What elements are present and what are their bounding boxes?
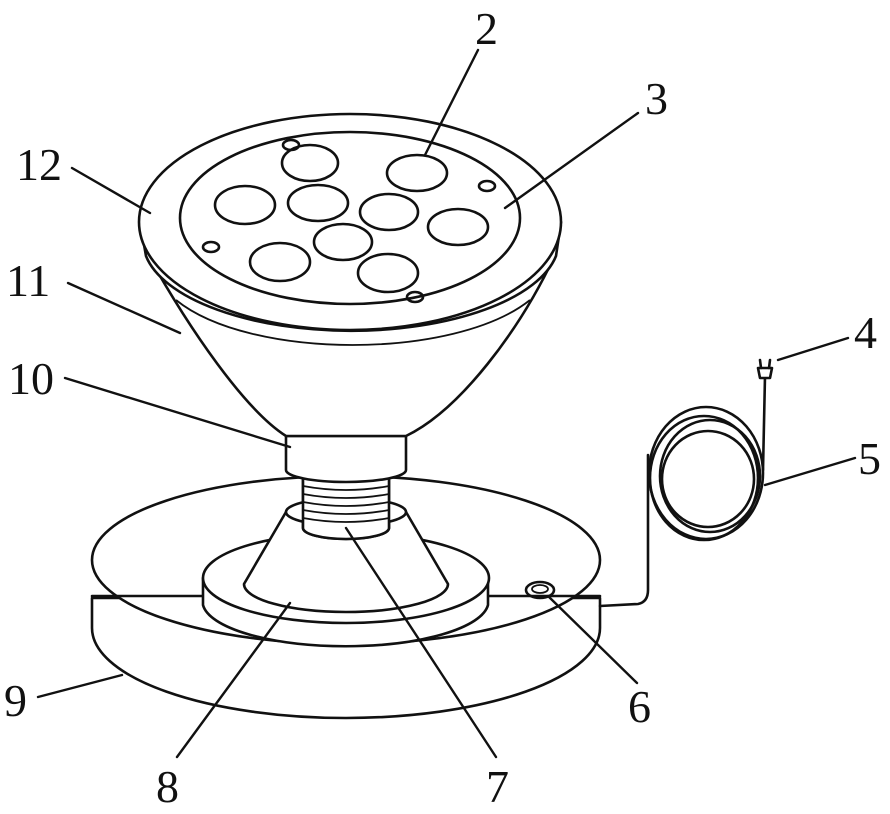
plinth (201, 510, 491, 648)
leader-lines (36, 48, 857, 759)
label-7: 7 (486, 761, 509, 812)
neck-collar (284, 434, 408, 484)
label-4: 4 (854, 307, 877, 358)
power-cord (598, 374, 767, 608)
label-3: 3 (645, 73, 668, 124)
label-12: 12 (16, 139, 62, 190)
label-11: 11 (6, 255, 50, 306)
lamp-head (137, 112, 563, 438)
label-10: 10 (8, 353, 54, 404)
threaded-socket (284, 468, 408, 541)
plug (756, 358, 774, 380)
switch-button (524, 580, 556, 600)
label-8: 8 (156, 761, 179, 812)
label-2: 2 (475, 3, 498, 54)
label-9: 9 (4, 675, 27, 726)
label-6: 6 (628, 681, 651, 732)
label-5: 5 (858, 433, 881, 484)
